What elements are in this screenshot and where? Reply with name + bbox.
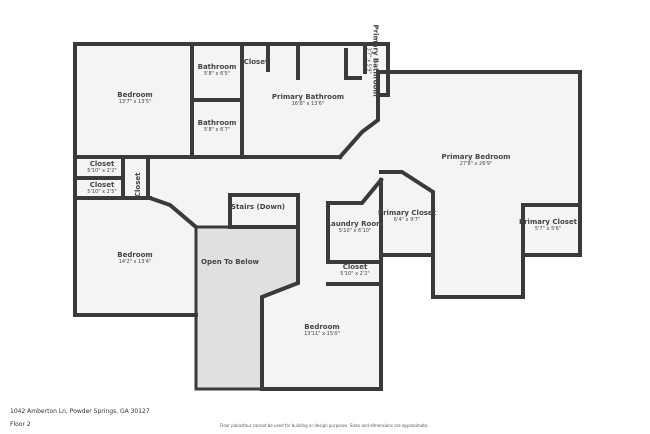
room-name: Closet bbox=[342, 263, 368, 271]
room-dimensions: 13'11" x 15'0" bbox=[304, 330, 340, 337]
room-name: Stairs (Down) bbox=[230, 203, 286, 211]
room-label: Closet bbox=[134, 145, 143, 225]
room-name: Primary Bathroom bbox=[271, 93, 345, 101]
room-name: Laundry Room bbox=[326, 220, 384, 228]
room-dimensions: 5'10" x 2'2" bbox=[87, 167, 117, 174]
room-dimensions: 5'8" x 6'5" bbox=[203, 70, 231, 77]
room-name: Closet bbox=[134, 172, 143, 198]
room-name: Bedroom bbox=[117, 251, 153, 259]
room-dimensions: 27'8" x 26'9" bbox=[459, 160, 493, 167]
floor-label: Floor 2 bbox=[10, 421, 31, 428]
room-name: Closet bbox=[243, 58, 269, 66]
room-dimensions: 14'2" x 13'4" bbox=[118, 258, 152, 265]
room-name: Bedroom bbox=[117, 91, 153, 99]
room-name: Open To Below bbox=[201, 258, 259, 266]
address: 1042 Amberton Ln, Powder Springs, GA 301… bbox=[10, 408, 150, 415]
room-label: Closet bbox=[216, 58, 296, 67]
disclaimer: Floor plans/tour cannot be used for buil… bbox=[220, 423, 429, 428]
room-dimensions: 5'10" x 2'2" bbox=[340, 270, 370, 277]
room-dimensions: 13'7" x 13'5" bbox=[118, 98, 152, 105]
room-name: Primary Closet bbox=[518, 218, 578, 226]
room-name: Bathroom bbox=[197, 63, 237, 71]
room-name: Bathroom bbox=[197, 119, 237, 127]
room-label: Stairs (Down) bbox=[218, 203, 298, 212]
room-name: Closet bbox=[89, 181, 115, 189]
room-name: Primary Closet bbox=[377, 209, 437, 217]
room-dimensions: 16'8" x 13'6" bbox=[291, 100, 325, 107]
room-dimensions: 5'10" x 6'10" bbox=[338, 227, 372, 234]
room-name: Primary Bathroom bbox=[371, 24, 380, 97]
room-name: Bedroom bbox=[304, 323, 340, 331]
room-dimensions: 6'4" x 9'7" bbox=[393, 216, 421, 223]
room-dimensions: 5'7" x 5'6" bbox=[534, 225, 562, 232]
room-label: Open To Below bbox=[190, 258, 270, 267]
room-dimensions: 5'10" x 2'5" bbox=[87, 188, 117, 195]
room-dimensions: 5'8" x 6'7" bbox=[203, 126, 231, 133]
room-name: Primary Bedroom bbox=[441, 153, 511, 161]
room-name: Closet bbox=[89, 160, 115, 168]
walls bbox=[73, 42, 582, 391]
